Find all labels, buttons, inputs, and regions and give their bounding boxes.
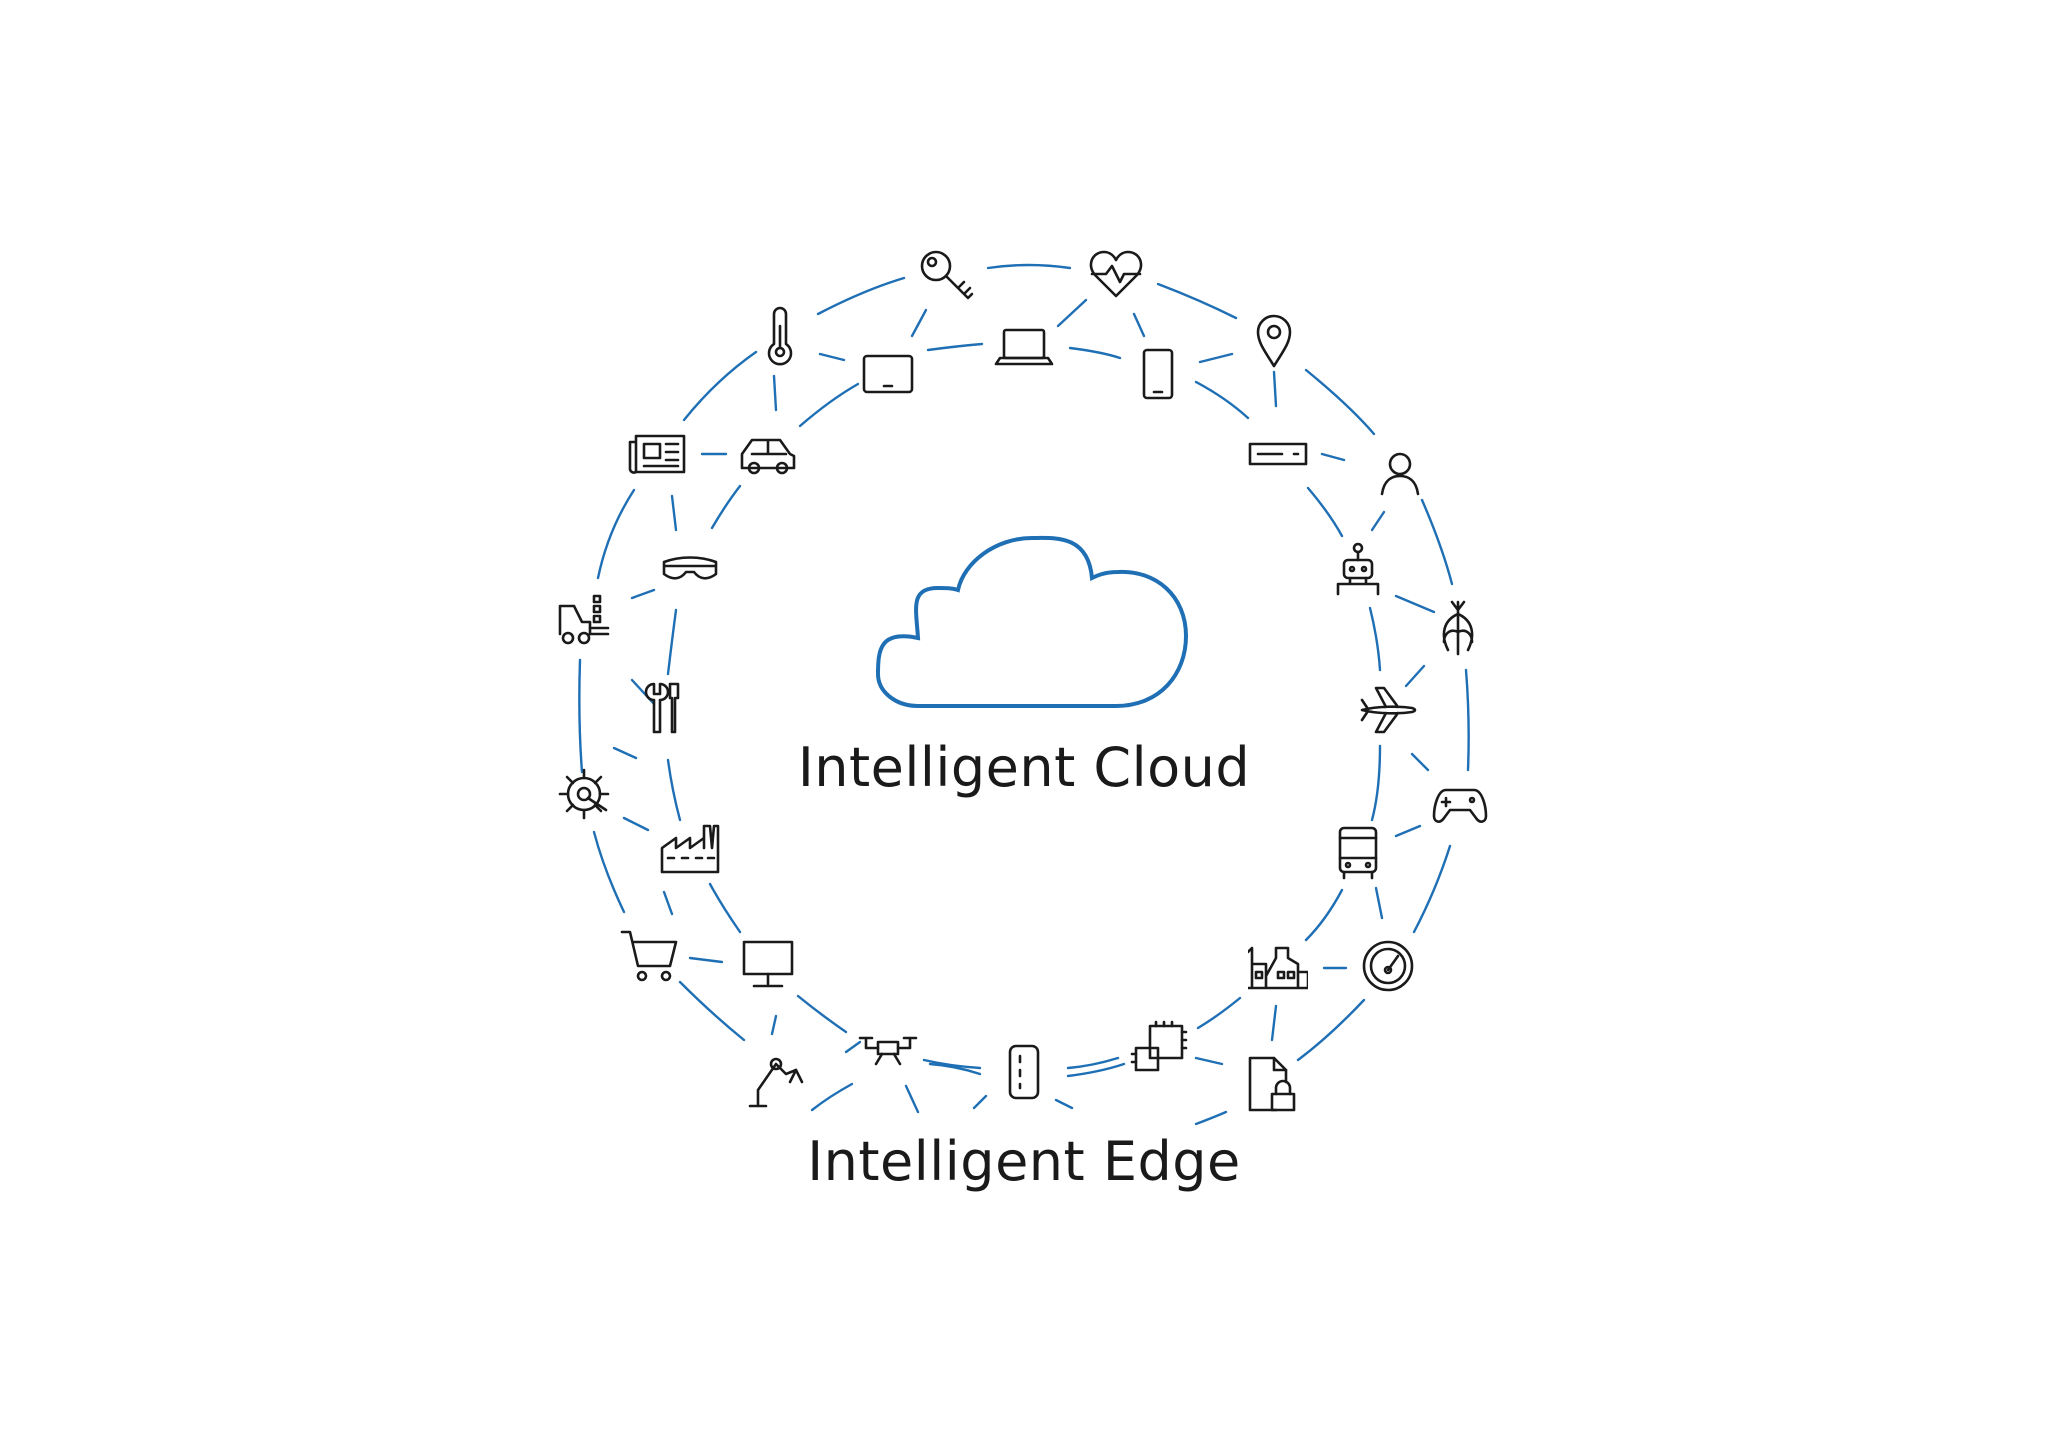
wheat-icon bbox=[1442, 600, 1474, 656]
car-icon bbox=[740, 438, 796, 475]
robot-arm-icon bbox=[748, 1057, 804, 1108]
person-icon bbox=[1380, 452, 1420, 496]
speedometer-icon bbox=[1362, 940, 1414, 992]
shopping-cart-icon bbox=[620, 930, 678, 982]
laptop-icon bbox=[994, 328, 1054, 366]
factory-icon bbox=[660, 824, 720, 874]
thermometer-icon bbox=[767, 306, 793, 366]
newspaper-icon bbox=[628, 434, 686, 474]
server-icon bbox=[1248, 442, 1308, 466]
chip-icon bbox=[1130, 1020, 1188, 1072]
key-icon bbox=[920, 250, 974, 300]
file-lock-icon bbox=[1248, 1056, 1296, 1112]
intelligent-edge-label: Intelligent Edge bbox=[807, 1130, 1241, 1193]
campus-icon bbox=[1248, 946, 1308, 990]
mixed-reality-headset-icon bbox=[662, 556, 718, 580]
tablet-icon bbox=[862, 354, 914, 394]
airplane-icon bbox=[1360, 686, 1417, 734]
monitor-icon bbox=[742, 940, 794, 988]
robot-icon bbox=[1336, 542, 1380, 596]
tools-icon bbox=[644, 682, 680, 734]
forklift-icon bbox=[558, 594, 610, 645]
phone-icon bbox=[1142, 348, 1174, 400]
heart-rate-icon bbox=[1089, 250, 1143, 298]
connection-lines bbox=[578, 263, 1470, 1126]
intelligent-cloud-label: Intelligent Cloud bbox=[797, 736, 1251, 799]
location-pin-icon bbox=[1256, 314, 1292, 368]
bus-icon bbox=[1338, 826, 1378, 880]
smart-speaker-icon bbox=[1008, 1044, 1040, 1100]
drone-icon bbox=[858, 1036, 918, 1066]
cloud-icon bbox=[875, 535, 1189, 708]
